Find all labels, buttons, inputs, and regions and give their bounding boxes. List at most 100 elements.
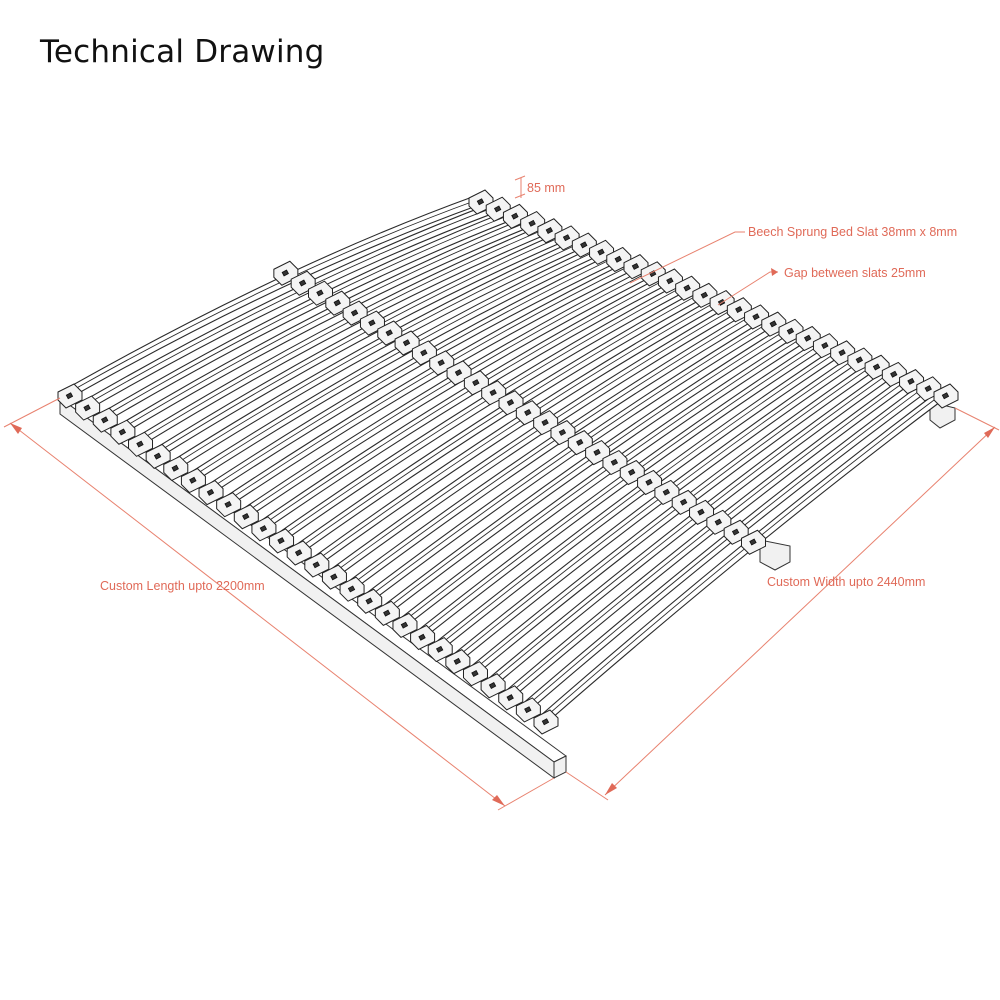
width-ext-left bbox=[565, 771, 609, 801]
holder-clip bbox=[941, 392, 950, 400]
holder-clip bbox=[259, 525, 268, 533]
holder-clip bbox=[224, 500, 232, 508]
holder-clip bbox=[890, 370, 898, 378]
center-rail-end bbox=[759, 539, 791, 571]
holder-clip bbox=[645, 478, 653, 486]
holder-clip bbox=[294, 549, 303, 557]
height-label: 85 mm bbox=[527, 181, 565, 195]
holder-clip bbox=[752, 313, 760, 321]
holder-clip bbox=[420, 349, 428, 357]
width-arrow-end-icon bbox=[984, 427, 995, 438]
holder-clip bbox=[749, 538, 757, 546]
holder-clip bbox=[472, 379, 480, 387]
holder-clip bbox=[697, 508, 705, 516]
holder-clip bbox=[838, 349, 846, 357]
holder-clip bbox=[471, 669, 479, 677]
holder-clip bbox=[365, 597, 373, 605]
holder-clip bbox=[418, 633, 426, 641]
holder-clip bbox=[580, 241, 588, 249]
holder-clip bbox=[402, 339, 411, 347]
holder-clip bbox=[610, 458, 619, 466]
holder-clip bbox=[821, 341, 829, 349]
holder-clip bbox=[924, 385, 932, 393]
holder-clip bbox=[316, 289, 324, 297]
holder-clip bbox=[648, 270, 657, 278]
holder-clip bbox=[488, 682, 497, 690]
holder-clip bbox=[506, 694, 514, 702]
holder-clip bbox=[347, 585, 356, 593]
holder-clip bbox=[242, 513, 250, 520]
holder-clip bbox=[385, 329, 393, 337]
holder-clip bbox=[683, 284, 691, 292]
length-ext-top bbox=[3, 397, 61, 428]
holder-clip bbox=[562, 234, 571, 242]
holder-clip bbox=[541, 418, 549, 426]
holder-clip bbox=[383, 609, 391, 617]
slat-label: Beech Sprung Bed Slat 38mm x 8mm bbox=[748, 225, 957, 239]
holder-clip bbox=[614, 255, 622, 263]
holder-clip bbox=[524, 409, 532, 416]
page-title: Technical Drawing bbox=[40, 34, 325, 70]
holder-clip bbox=[631, 262, 640, 270]
holder-clip bbox=[489, 389, 497, 397]
holder-clip bbox=[769, 320, 777, 328]
holder-clip bbox=[662, 488, 671, 496]
holder-clip bbox=[855, 356, 864, 364]
holder-clip bbox=[803, 334, 812, 342]
gap-label: Gap between slats 25mm bbox=[784, 266, 926, 280]
holder-clip bbox=[786, 327, 795, 335]
holder-clip bbox=[528, 219, 536, 227]
length-arrow-start-icon bbox=[10, 423, 22, 434]
width-arrow-start-icon bbox=[605, 783, 617, 795]
holder-clip bbox=[907, 377, 915, 385]
holder-clip bbox=[679, 498, 688, 506]
holder-clip bbox=[628, 468, 636, 476]
holder-clip bbox=[330, 573, 338, 581]
holder-clip bbox=[511, 212, 519, 220]
holder-clip bbox=[350, 309, 359, 317]
holder-clip bbox=[83, 404, 91, 412]
holder-clip bbox=[731, 528, 740, 536]
gap-arrow-icon bbox=[771, 268, 778, 276]
holder-clip bbox=[400, 621, 409, 629]
holder-clip bbox=[281, 269, 289, 277]
holder-clip bbox=[171, 464, 179, 472]
holder-clip bbox=[541, 718, 550, 726]
width-dim-line bbox=[604, 426, 996, 796]
holder-clip bbox=[700, 291, 709, 299]
slat-leader-line bbox=[629, 231, 745, 284]
dimension-group: 85 mm Beech Sprung Bed Slat 38mm x 8mm G… bbox=[3, 175, 1000, 811]
holder-clip bbox=[368, 319, 376, 327]
holder-clip bbox=[189, 476, 197, 484]
holder-clip bbox=[454, 369, 463, 377]
holder-clip bbox=[593, 448, 601, 456]
holder-clip bbox=[206, 488, 215, 496]
holder-clip bbox=[558, 428, 567, 436]
length-arrow-end-icon bbox=[492, 795, 505, 806]
holder-clip bbox=[65, 392, 74, 400]
length-ext-bottom bbox=[497, 777, 555, 811]
holder-clip bbox=[714, 518, 722, 526]
holder-clip bbox=[333, 299, 341, 307]
holder-clip bbox=[597, 248, 605, 256]
holder-clip bbox=[576, 438, 584, 446]
width-label: Custom Width upto 2440mm bbox=[767, 575, 925, 589]
holder-clip bbox=[136, 440, 144, 448]
holder-clip bbox=[312, 561, 320, 569]
holder-clip bbox=[476, 198, 485, 206]
holder-clip bbox=[453, 657, 461, 665]
length-label: Custom Length upto 2200mm bbox=[100, 579, 265, 593]
holder-clip bbox=[298, 279, 307, 287]
holder-clip bbox=[506, 399, 515, 407]
holder-clip bbox=[666, 277, 674, 285]
height-dim-tick-bottom bbox=[514, 193, 526, 199]
holder-clip bbox=[153, 452, 162, 460]
back-rail-end bbox=[929, 401, 956, 429]
holder-clip bbox=[435, 645, 444, 653]
width-ext-right bbox=[954, 407, 1000, 431]
holder-clip bbox=[277, 537, 285, 545]
holder-clip bbox=[118, 428, 127, 436]
bed-slat bbox=[116, 216, 532, 437]
holder-clip bbox=[545, 227, 554, 234]
